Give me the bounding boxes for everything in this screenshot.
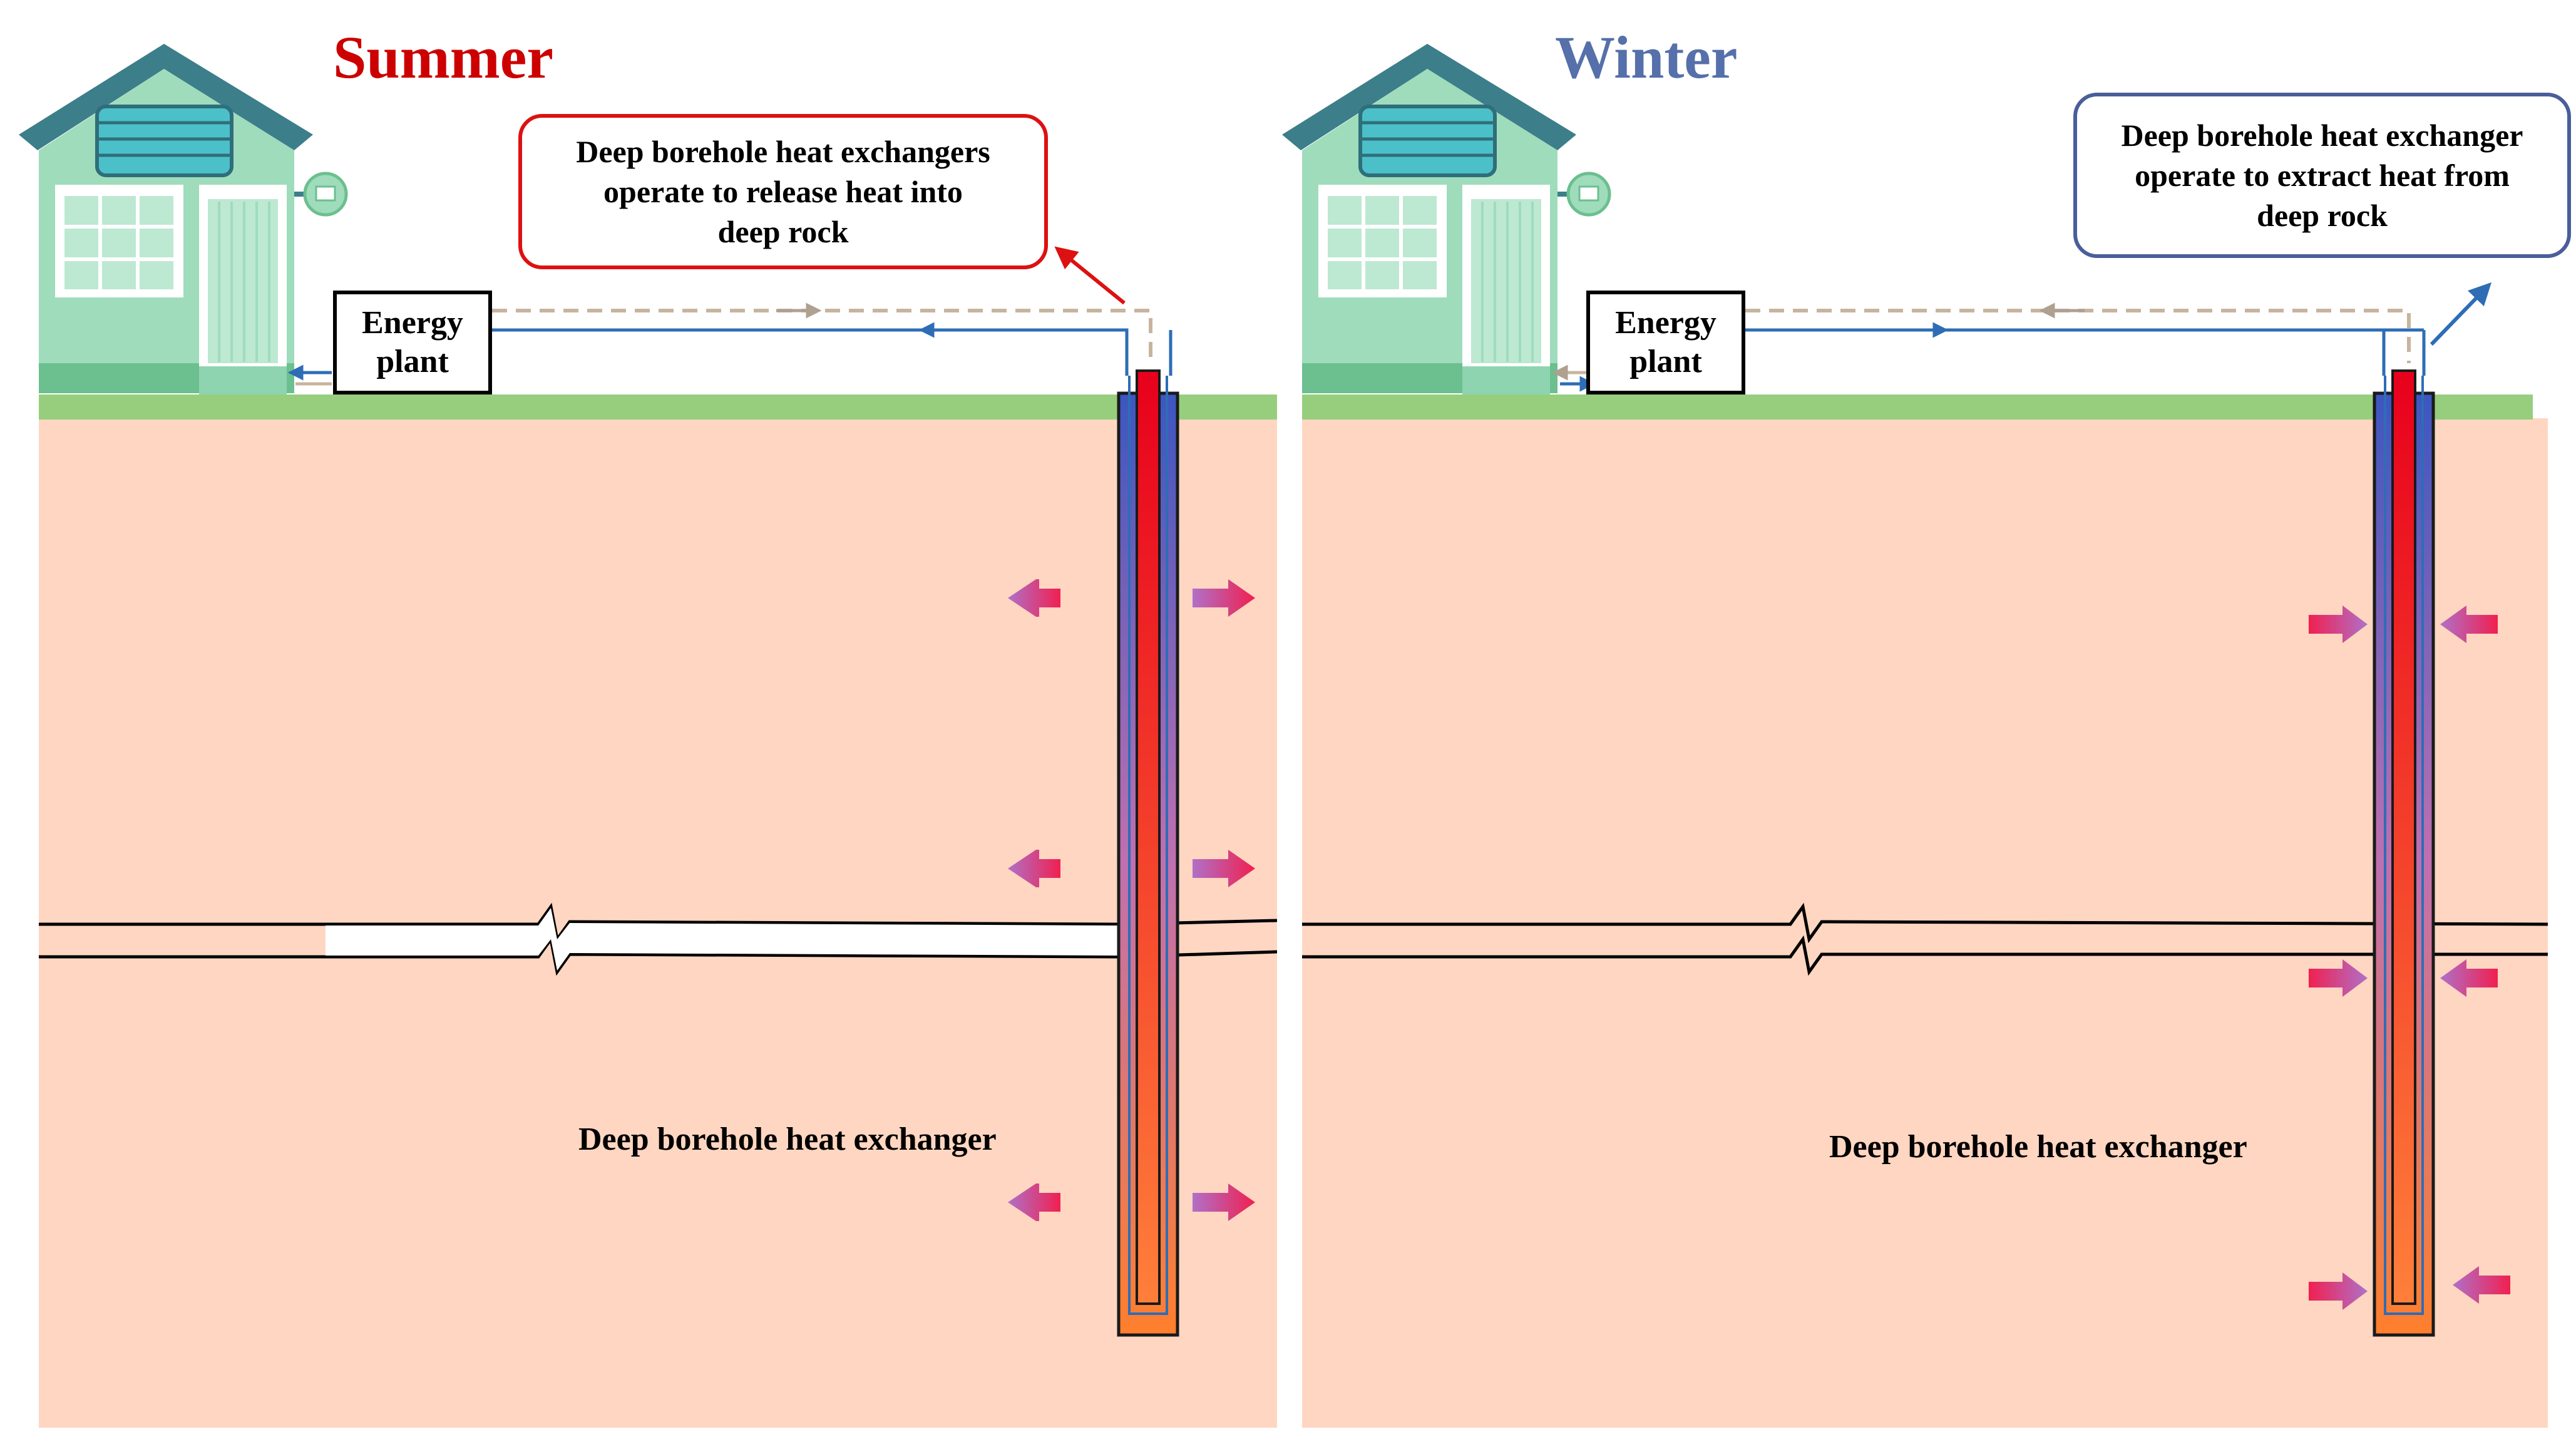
return-pipe-blue — [492, 328, 1129, 369]
supply-pipe-beige — [492, 309, 1152, 363]
borehole-heat-exchanger — [1117, 369, 1179, 1337]
heat-flow-arrows — [2309, 606, 2510, 1310]
heat-arrow-right-2 — [1193, 850, 1255, 887]
summer-panel: Summer Deep borehole heat exchangers ope… — [0, 0, 1277, 1454]
grass-strip — [39, 394, 1277, 420]
heat-flow-arrows — [1008, 579, 1255, 1221]
summer-scene — [19, 44, 1277, 1428]
winter-scene — [1282, 44, 2548, 1428]
heat-arrow-right-3 — [1193, 1183, 1255, 1221]
energy-plant-summer: Energy plant — [333, 291, 492, 394]
energy-plant-winter: Energy plant — [1586, 291, 1745, 394]
borehole-heat-exchanger — [2373, 369, 2435, 1337]
heat-arrow-left-2 — [2309, 959, 2368, 997]
heat-arrow-right-1 — [2440, 606, 2498, 643]
grass-strip — [1302, 394, 2533, 420]
callout-pointer — [2430, 282, 2492, 346]
house — [19, 44, 348, 394]
callout-pointer — [1054, 246, 1126, 305]
return-pipe-blue — [1745, 328, 2386, 376]
supply-pipe-beige — [1745, 309, 2411, 363]
heat-arrow-left-2 — [1008, 850, 1060, 887]
house — [1282, 44, 1611, 394]
summer-borehole-label: Deep borehole heat exchanger — [578, 1121, 997, 1157]
depth-break — [1302, 902, 2548, 976]
summer-callout: Deep borehole heat exchangers operate to… — [518, 114, 1048, 269]
heat-arrow-left-1 — [1008, 579, 1060, 617]
winter-callout: Deep borehole heat exchanger operate to … — [2073, 93, 2571, 258]
heat-arrow-left-1 — [2309, 606, 2368, 643]
winter-panel: Winter Deep borehole heat exchanger oper… — [1277, 0, 2571, 1454]
summer-title: Summer — [333, 24, 553, 91]
heat-arrow-left-3 — [1008, 1183, 1060, 1221]
winter-borehole-label: Deep borehole heat exchanger — [1829, 1129, 2247, 1165]
heat-arrow-right-1 — [1193, 579, 1255, 617]
winter-title: Winter — [1555, 24, 1738, 91]
depth-break — [39, 902, 1277, 976]
heat-arrow-right-3 — [2453, 1266, 2510, 1304]
return-pipe-blue-outer — [1127, 330, 1164, 369]
heat-arrow-right-2 — [2440, 959, 2498, 997]
heat-arrow-left-3 — [2309, 1272, 2368, 1310]
